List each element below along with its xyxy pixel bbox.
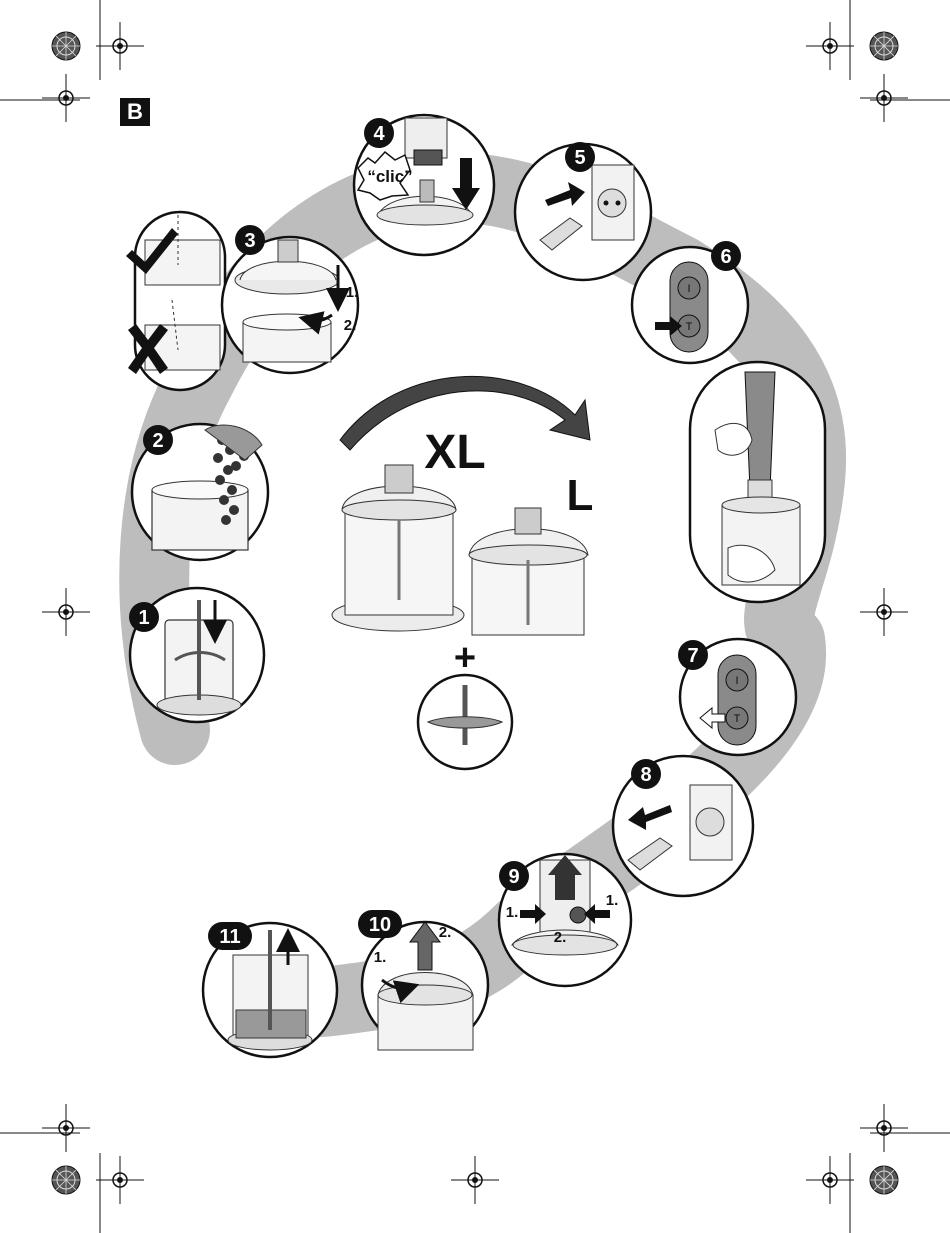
- step-number-6: 6: [720, 246, 731, 268]
- size-label-l: L: [567, 471, 594, 520]
- step-number-3: 3: [244, 230, 255, 252]
- step-9-substep-2: 2.: [554, 929, 567, 946]
- blade-attachment-panel: [418, 675, 512, 769]
- step-9-substep-1-right: 1.: [606, 892, 619, 909]
- step-3-substep-1: 1.: [346, 284, 359, 301]
- step-10-panel: [362, 922, 488, 1050]
- step-3-panel: [222, 237, 358, 373]
- step-number-1: 1: [138, 607, 149, 629]
- click-sound-label: “clic”: [367, 167, 412, 186]
- lid-alignment-check-panel: [126, 212, 225, 390]
- l-bowl-illustration: [469, 508, 588, 635]
- step-number-7: 7: [687, 645, 698, 667]
- svg-text:I: I: [687, 283, 690, 295]
- step-number-9: 9: [508, 866, 519, 888]
- plus-sign: +: [454, 637, 476, 679]
- svg-text:I: I: [735, 675, 738, 687]
- step-number-11: 11: [219, 926, 240, 948]
- step-number-10: 10: [369, 914, 391, 936]
- step-10-substep-1: 1.: [374, 949, 387, 966]
- step-10-substep-2: 2.: [439, 924, 452, 941]
- svg-text:T: T: [686, 321, 693, 333]
- step-3-substep-2: 2.: [344, 317, 357, 334]
- svg-text:T: T: [734, 713, 741, 725]
- step-9-substep-1-left: 1.: [506, 904, 519, 921]
- step-number-8: 8: [640, 764, 651, 786]
- step-number-4: 4: [373, 123, 385, 145]
- xl-bowl-illustration: [332, 465, 464, 631]
- size-label-xl: XL: [424, 426, 485, 479]
- step-number-2: 2: [152, 430, 163, 452]
- step-number-5: 5: [574, 147, 585, 169]
- blending-operation-panel: [690, 362, 825, 602]
